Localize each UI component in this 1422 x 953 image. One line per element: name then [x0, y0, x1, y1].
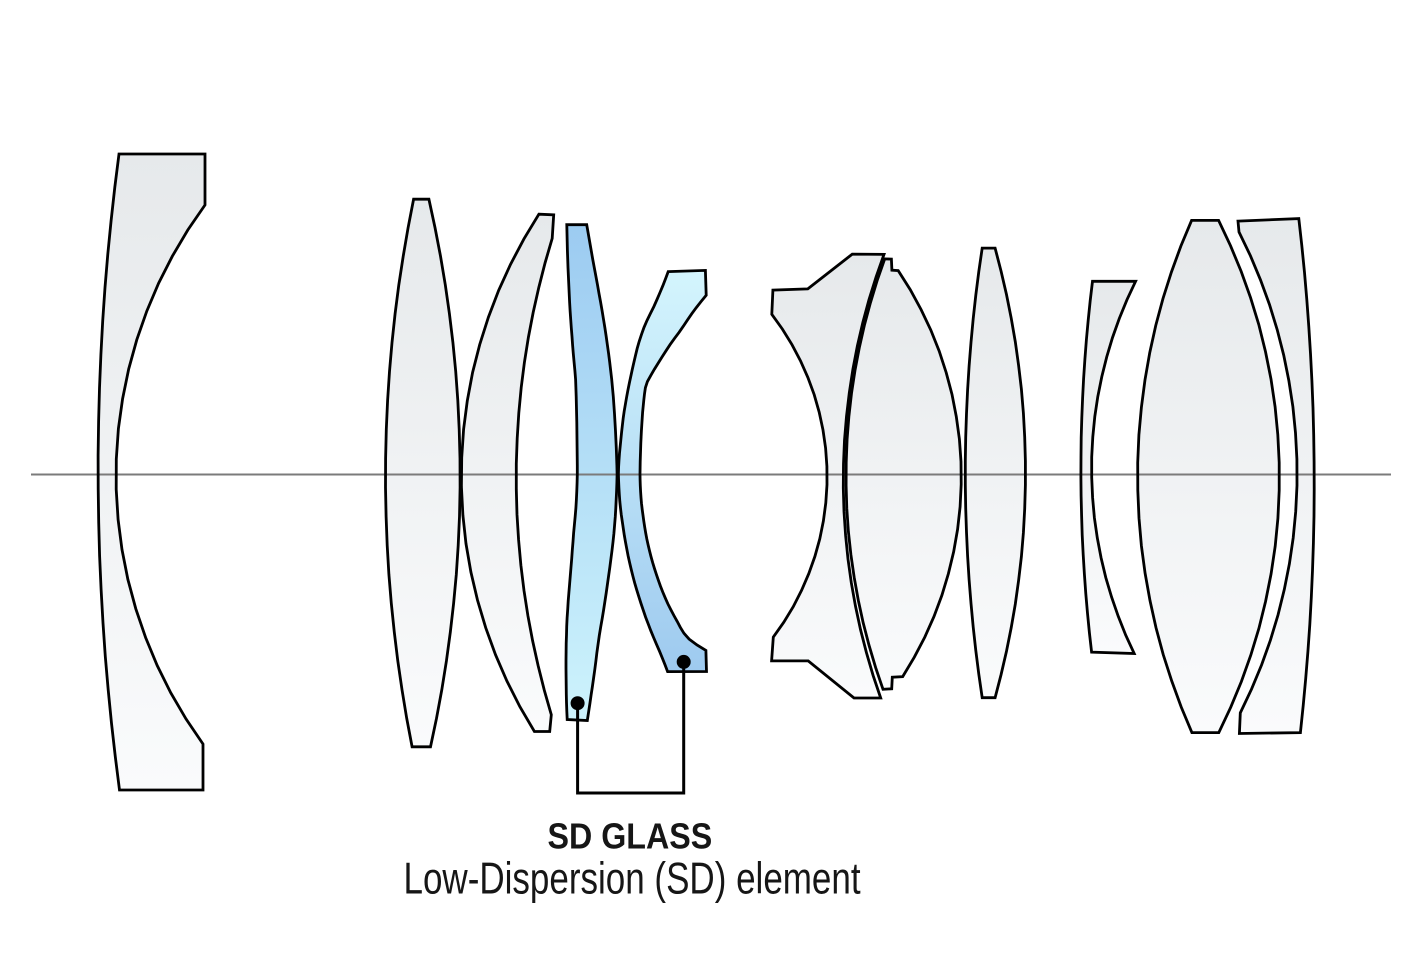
svg-text:Low-Dispersion (SD) element: Low-Dispersion (SD) element [404, 855, 862, 904]
svg-text:SD GLASS: SD GLASS [548, 816, 713, 857]
